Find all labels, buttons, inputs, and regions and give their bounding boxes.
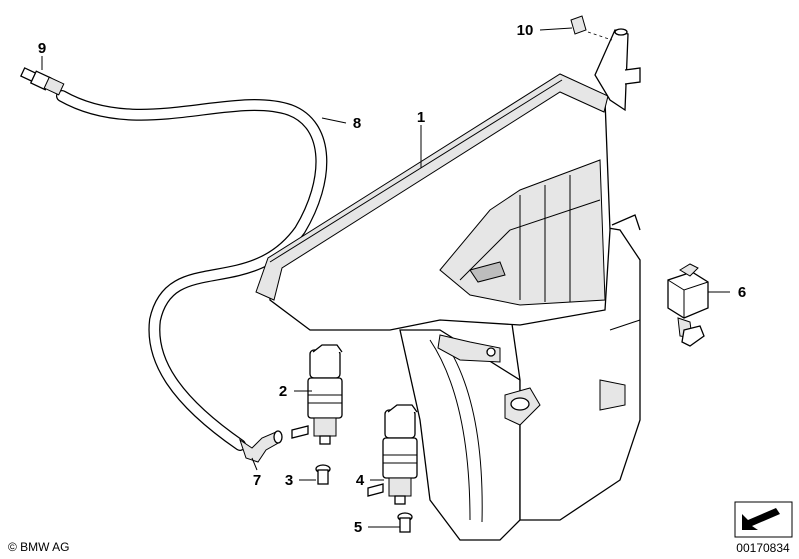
callout-4: 4 <box>356 472 365 489</box>
washer-pump-part-4[interactable] <box>367 404 418 505</box>
washer-pump-part-2[interactable] <box>291 344 343 445</box>
copyright-text: © BMW AG <box>8 540 70 554</box>
hose-part-8[interactable] <box>56 90 328 451</box>
level-sensor-part-6[interactable] <box>667 263 709 347</box>
leader-lines <box>41 27 730 528</box>
diagram-number: 00170834 <box>736 541 790 555</box>
callout-2: 2 <box>279 383 287 400</box>
arrow-icon <box>734 501 793 538</box>
grommet-part-3[interactable] <box>315 464 331 485</box>
callout-10: 10 <box>517 22 534 39</box>
reservoir-tank-part-1[interactable] <box>255 28 641 541</box>
callout-1: 1 <box>417 109 425 126</box>
elbow-connector-part-7[interactable] <box>239 430 283 463</box>
cap-part-10[interactable] <box>570 15 587 35</box>
callout-8: 8 <box>353 115 361 132</box>
callout-7: 7 <box>253 472 261 489</box>
callout-6: 6 <box>738 284 746 301</box>
connector-part-9[interactable] <box>20 67 65 96</box>
callout-3: 3 <box>285 472 293 489</box>
callout-5: 5 <box>354 519 362 536</box>
callout-9: 9 <box>38 40 46 57</box>
grommet-part-5[interactable] <box>397 512 413 533</box>
